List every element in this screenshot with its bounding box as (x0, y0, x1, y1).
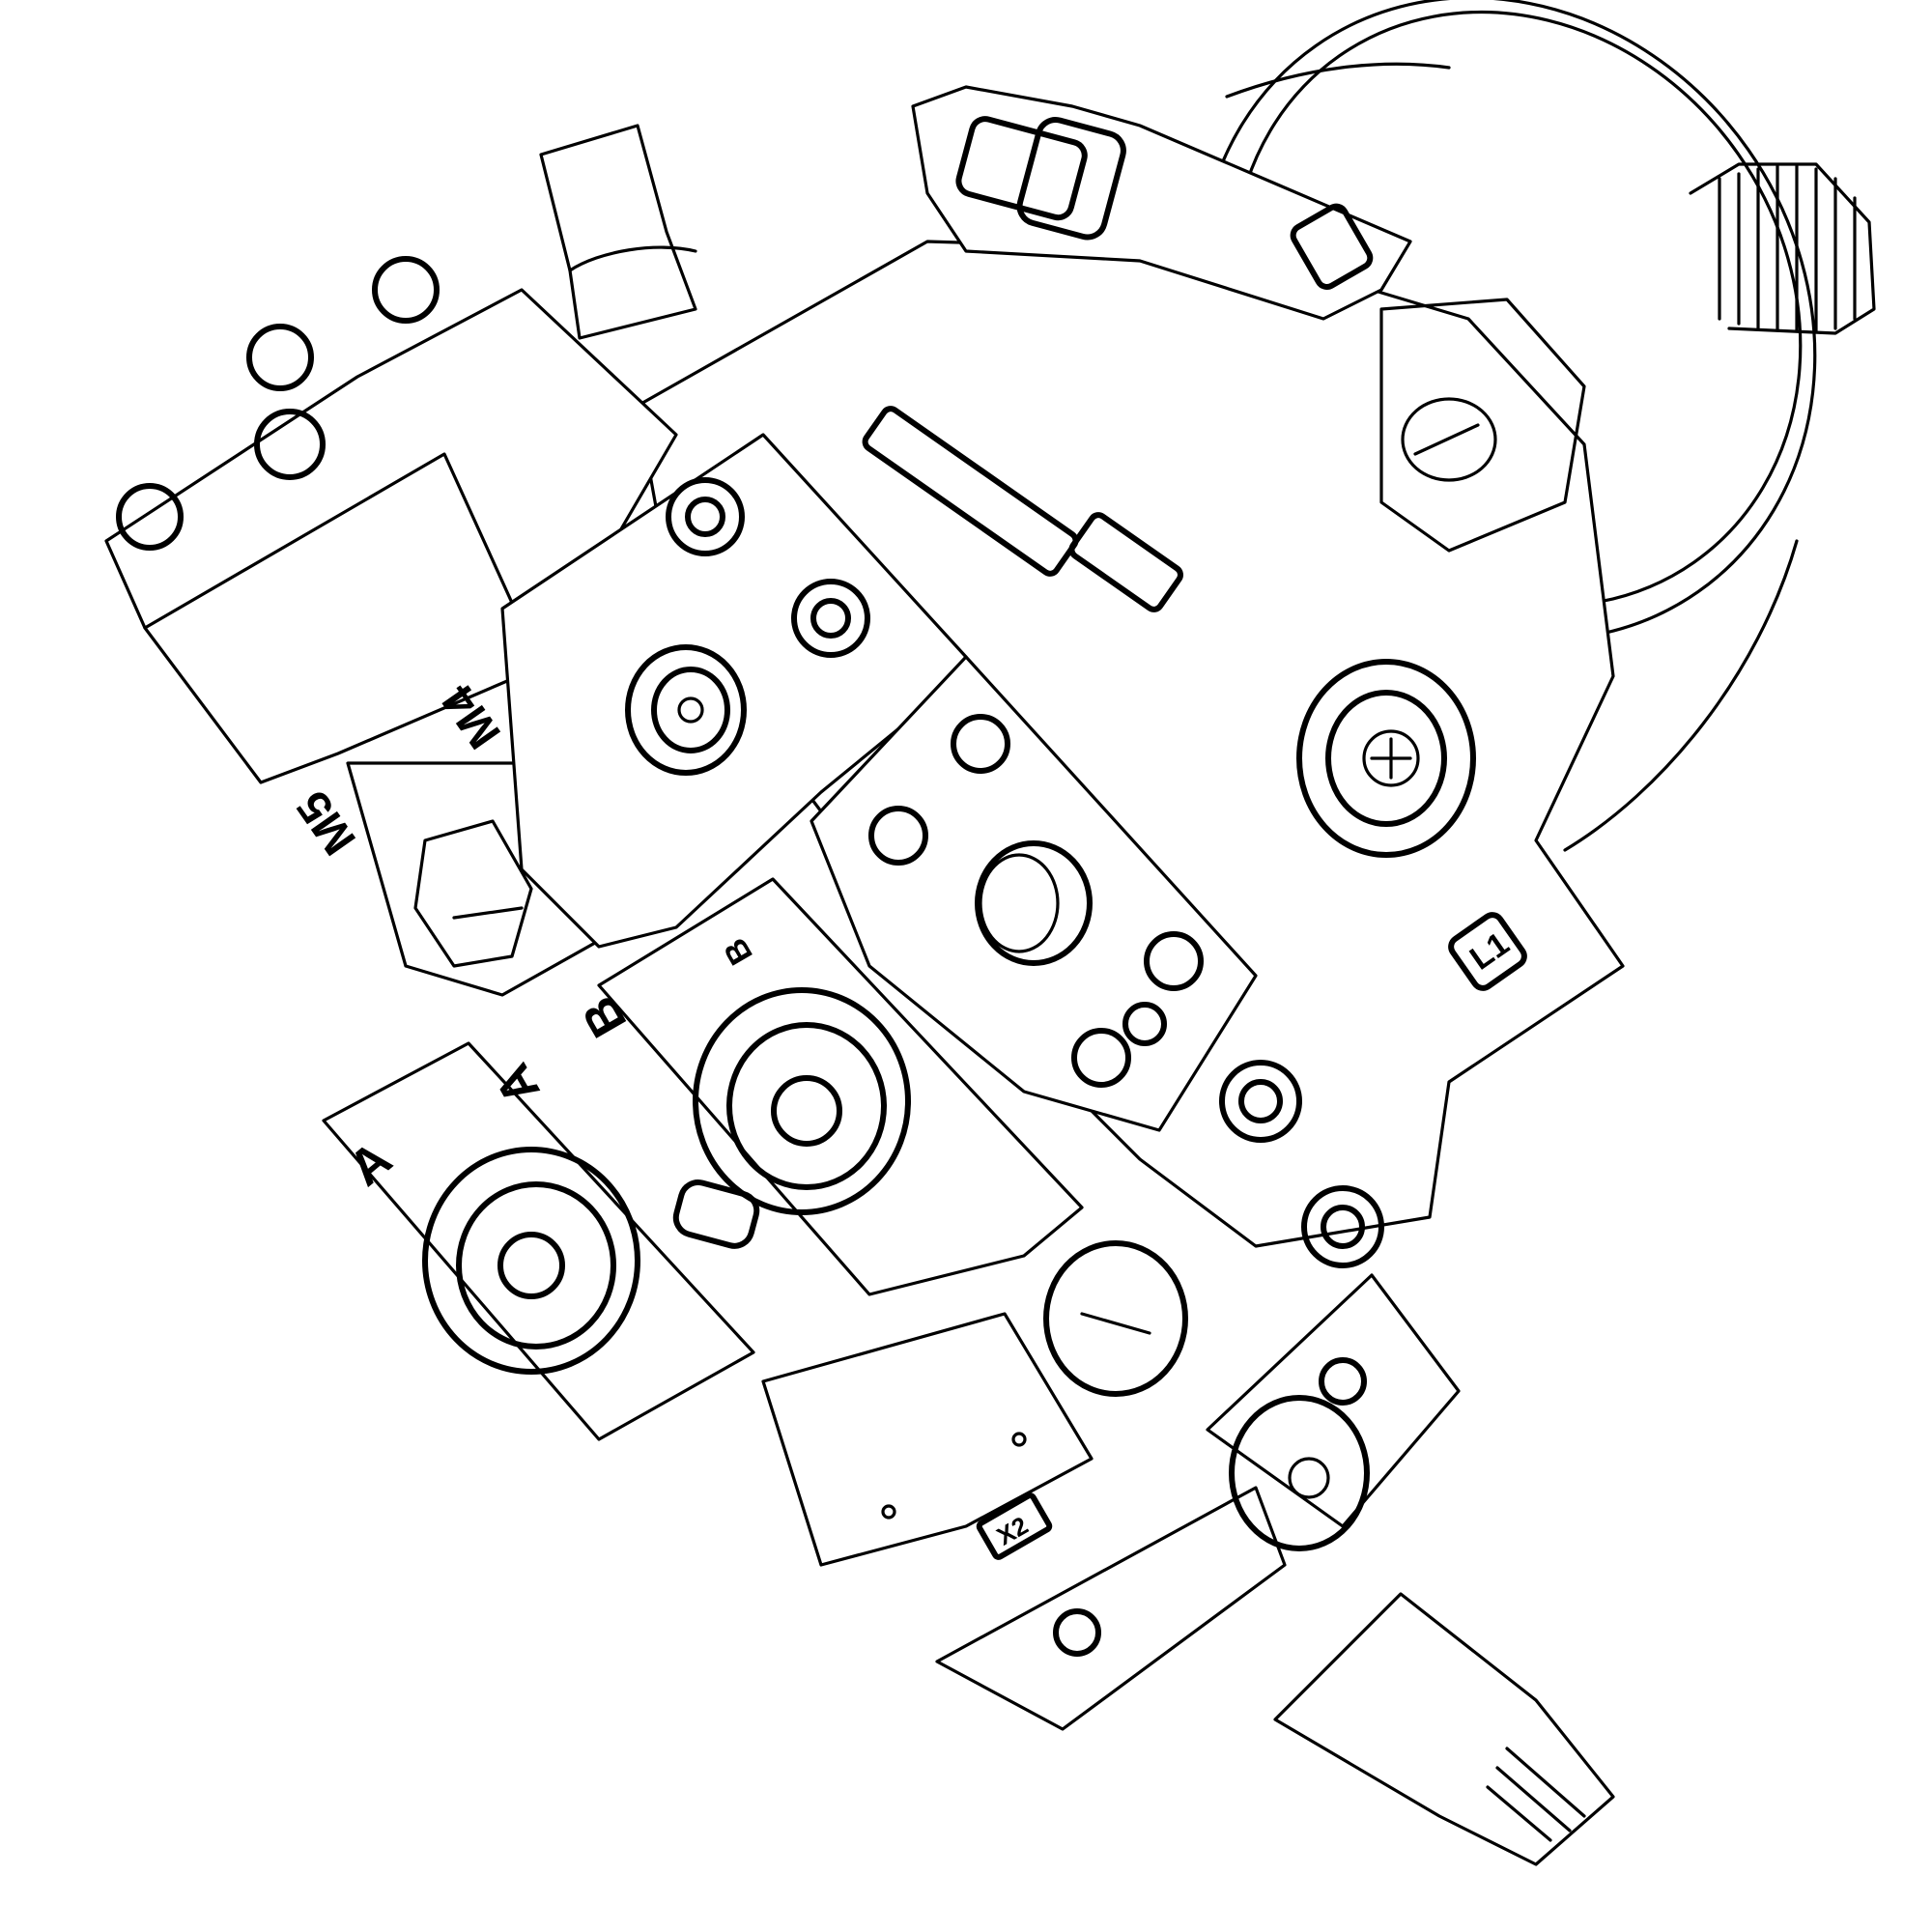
lower-control-block: X2 (761, 1240, 1287, 1731)
lower-right-solenoid (1206, 1273, 1615, 1866)
inlet-elbow (539, 124, 697, 340)
splined-shaft (1689, 162, 1876, 335)
center-manifold (810, 655, 1258, 1132)
hex-plug (413, 819, 533, 968)
a-port-block: A A (322, 1041, 755, 1441)
port-label-x1: X1 (966, 1405, 968, 1406)
upper-valve-plate (500, 433, 968, 949)
port-label-m5: M5 (287, 781, 366, 864)
top-sensor-connector (911, 85, 1412, 321)
right-bolts (1219, 1060, 1384, 1268)
b-port-block: B B (571, 877, 1084, 1296)
